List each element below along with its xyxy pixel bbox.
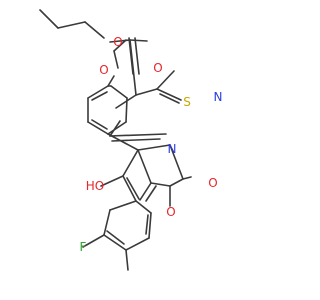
atom-o-ester-carbonyl: O (153, 61, 162, 75)
atom-n-thiazole: N (214, 90, 223, 104)
atom-labels: O O O S N N O O HO F (80, 35, 223, 254)
atom-o-methoxy: O (113, 35, 122, 49)
molecule-structure: O O O S N N O O HO F (39, 9, 223, 271)
atom-o-lactam: O (208, 176, 217, 190)
atom-o-ester-ether: O (99, 63, 108, 77)
atom-n-pyrrolidine: N (168, 142, 177, 156)
atom-o-ketone: O (166, 205, 175, 219)
atom-f-aryl: F (80, 240, 87, 254)
bond-skeleton (39, 9, 192, 271)
atom-o-hydroxy: HO (86, 179, 104, 193)
atom-s-thiazole: S (183, 95, 191, 109)
